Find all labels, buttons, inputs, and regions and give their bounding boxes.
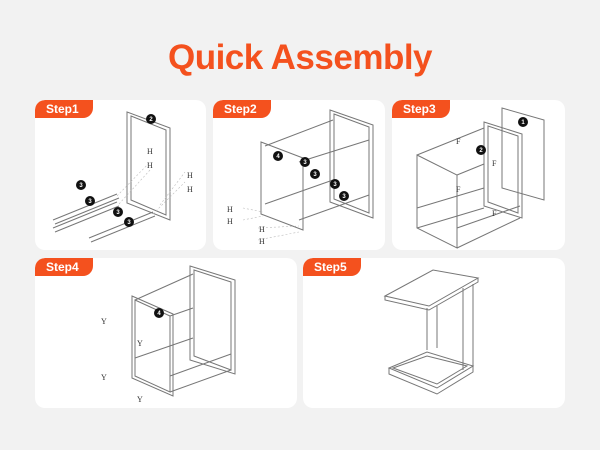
step2-label: Step2 [213,100,271,118]
screw-y: Y [101,317,107,326]
step2-diagram: 4 3 3 3 3 H H H H [227,109,374,246]
screw-h: H [227,217,233,226]
callout-3: 3 [79,183,83,189]
screw-h: H [147,161,153,170]
callout-3: 3 [333,182,337,188]
callout-2: 2 [479,148,483,154]
screw-f: F [456,185,461,194]
callout-3: 3 [342,194,346,200]
screw-y: Y [137,339,143,348]
step1-panel: Step1 2 3 3 3 3 H H H H [35,100,206,250]
screw-h: H [227,205,233,214]
screw-f: F [492,159,497,168]
screw-h: H [187,171,193,180]
step3-label: Step3 [392,100,450,118]
page-title: Quick Assembly [167,38,433,77]
callout-3: 3 [127,220,131,226]
callout-3: 3 [313,172,317,178]
callout-4: 4 [157,311,161,317]
callout-3: 3 [88,199,92,205]
step3-diagram: 1 2 F F F F [416,107,545,249]
step5-diagram [383,269,480,395]
screw-f: F [492,209,497,218]
callout-3: 3 [116,210,120,216]
callout-1: 1 [521,120,525,126]
screw-h: H [259,237,265,246]
screw-h: H [259,225,265,234]
screw-h: H [147,147,153,156]
step3-panel: Step3 1 2 F F F F [392,100,565,250]
screw-y: Y [101,373,107,382]
callout-2: 2 [149,117,153,123]
callout-3: 3 [303,160,307,166]
step4-label: Step4 [35,258,93,276]
step5-label: Step5 [303,258,361,276]
step5-panel: Step5 [303,258,565,408]
callout-4: 4 [276,154,280,160]
step2-panel: Step2 4 3 3 3 3 H H H H [213,100,385,250]
step4-panel: Step4 4 Y Y Y Y [35,258,297,408]
step4-diagram: 4 Y Y Y Y [101,265,236,404]
screw-y: Y [137,395,143,404]
screw-h: H [187,185,193,194]
step1-label: Step1 [35,100,93,118]
screw-f: F [456,137,461,146]
step1-diagram: 2 3 3 3 3 H H H H [52,111,193,243]
